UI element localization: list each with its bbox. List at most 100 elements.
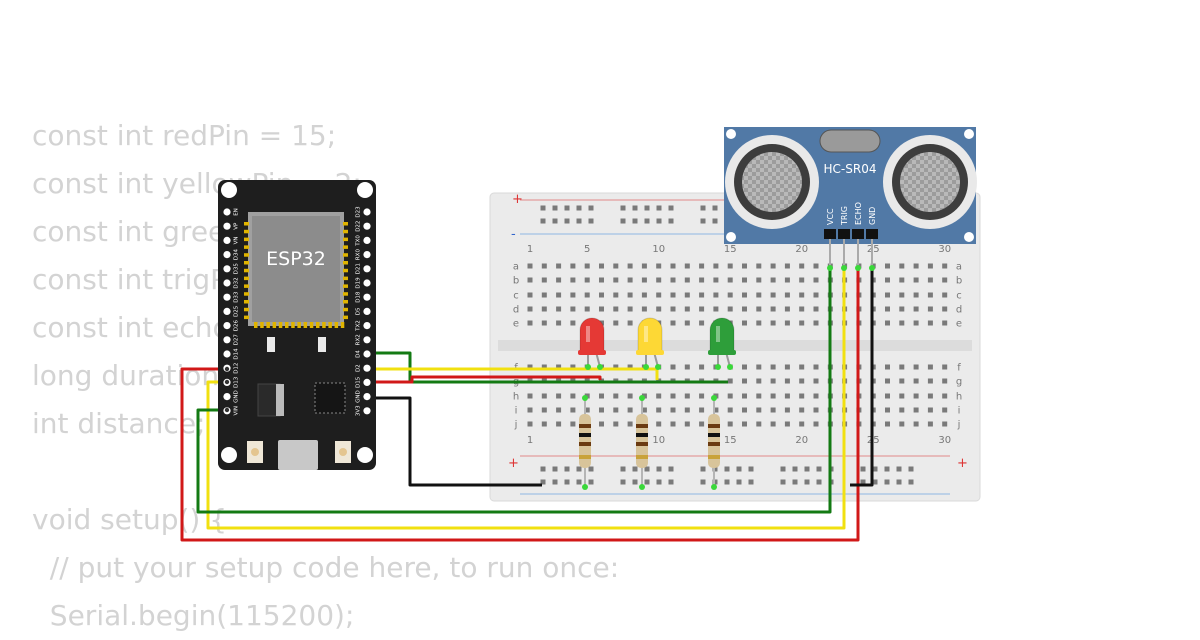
esp32-pin-hole[interactable] [363,236,371,244]
module-pad [278,322,283,328]
breadboard-hole [541,306,547,312]
module-pad [303,322,308,328]
breadboard-hole [942,378,948,384]
row-label: c [956,291,962,302]
esp32-pin-hole[interactable] [223,236,231,244]
breadboard-hole [656,421,662,427]
sensor-pin-end[interactable] [841,265,847,271]
esp32-pin-label: GND [234,390,240,403]
breadboard-hole [527,364,533,370]
esp32-pin-hole[interactable] [223,222,231,230]
micro-usb-connector[interactable] [278,440,318,470]
led-base [636,350,664,355]
breadboard-hole [770,407,776,413]
breadboard-hole [742,364,747,370]
esp32-pin-hole[interactable] [363,322,371,330]
resistor-band [636,433,648,437]
breadboard-hole [784,421,790,427]
esp32-pin-hole[interactable] [223,265,231,273]
esp32-castellations [244,222,348,328]
breadboard-hole [727,378,733,384]
esp32-pin-hole[interactable] [223,336,231,344]
breadboard-hole [613,364,619,370]
sensor-header [852,229,864,239]
esp32-pin-hole[interactable] [363,378,371,386]
rail-hole [700,466,706,472]
sensor-pin-end[interactable] [827,265,833,271]
breadboard-hole [684,306,690,312]
module-pad [328,322,332,328]
breadboard-hole [699,421,705,427]
esp32-pin-hole[interactable] [223,393,231,401]
esp32-pin-hole[interactable] [223,293,231,301]
esp32-pin-hole[interactable] [363,293,371,301]
breadboard-hole [727,277,733,283]
esp32-pin-hole[interactable] [363,336,371,344]
row-label: i [958,406,961,417]
breadboard-hole [599,407,604,413]
esp32-pin-hole[interactable] [363,307,371,315]
breadboard-hole [756,393,762,399]
breadboard-hole [813,378,819,384]
breadboard-hole [570,263,576,269]
esp32-pin-hole[interactable] [363,222,371,230]
esp32-pin-hole[interactable] [223,350,231,358]
module-pad [343,229,348,234]
rail-hole [540,479,546,485]
sensor-pin-label: TRIG [840,206,849,226]
esp32-pin-hole[interactable] [223,322,231,330]
breadboard-hole [584,277,590,283]
esp32-pin-hole[interactable] [363,364,371,372]
esp32-mount-hole-tl [221,182,237,198]
resistor-body[interactable] [579,414,591,468]
yellow-led[interactable] [637,317,663,353]
esp32-pin-hole[interactable] [223,279,231,287]
esp32-pin-hole[interactable] [363,208,371,216]
breadboard-hole [927,292,933,298]
sensor-pin-end[interactable] [855,265,861,271]
breadboard-hole [627,292,633,298]
esp32-pin-label: D32 [234,277,240,288]
esp32-board[interactable]: ESP32 ENVPVND34D35D32D33D25D26D27D14D12D… [218,180,376,470]
esp32-pin-hole[interactable] [223,208,231,216]
breadboard-hole [799,393,805,399]
breadboard-hole [599,393,604,399]
breadboard-hole [813,277,819,283]
breadboard-hole [541,292,547,298]
breadboard-hole [570,277,576,283]
esp32-pin-hole[interactable] [363,279,371,287]
breadboard-hole [813,263,819,269]
resistor-body[interactable] [636,414,648,468]
esp32-regulator-tab [276,384,284,416]
breadboard-hole [684,277,690,283]
breadboard-hole [684,364,690,370]
code-line: Serial.begin(115200); [32,599,355,632]
green-led[interactable] [709,317,735,353]
breadboard-hole [799,292,805,298]
red-led[interactable] [579,317,605,353]
sensor-pin-end[interactable] [869,265,875,271]
column-label: 15 [724,244,737,255]
esp32-pin-hole[interactable] [223,307,231,315]
esp32-pin-hole[interactable] [363,350,371,358]
esp32-pin-hole[interactable] [223,251,231,259]
rail-hole [632,466,638,472]
breadboard-hole [699,320,705,326]
esp32-pin-hole[interactable] [363,407,371,415]
breadboard-hole [541,320,547,326]
module-pad [343,245,348,249]
esp32-pin-hole[interactable] [363,265,371,273]
breadboard-hole [942,263,948,269]
rail-hole [872,479,878,485]
esp32-pin-hole[interactable] [363,251,371,259]
breadboard-hole [541,364,547,370]
sensor-pin-label: VCC [826,208,835,225]
esp32-pin-hole[interactable] [363,393,371,401]
rail-hole [804,479,810,485]
breadboard-hole [770,421,776,427]
row-label: d [513,305,519,316]
resistor-body[interactable] [708,414,720,468]
esp32-pin-label: D12 [234,363,240,374]
column-label: 1 [527,435,533,446]
